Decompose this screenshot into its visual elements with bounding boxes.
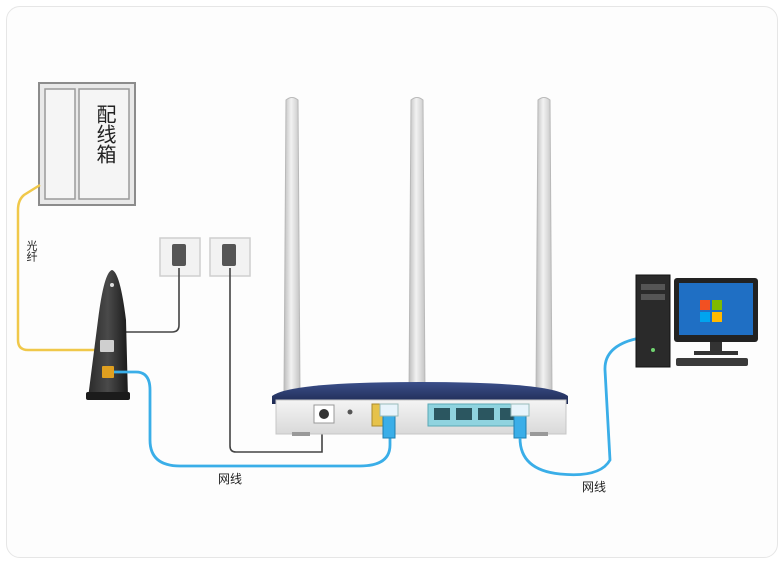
- lan-plug: [510, 403, 530, 439]
- router-antennas: [283, 97, 553, 396]
- phone-wire-modem: [125, 268, 180, 333]
- distribution-box-label: 配线箱: [93, 104, 117, 164]
- phone-wire-router: [229, 268, 323, 453]
- fiber-cable: [16, 183, 100, 352]
- ethernet-cable-left: [114, 370, 392, 468]
- optical-modem: [86, 270, 130, 400]
- ethernet-label-left: 网线: [218, 472, 243, 486]
- ethernet-label-right: 网线: [582, 480, 607, 494]
- wan-plug: [379, 403, 399, 439]
- wall-socket-left: [159, 237, 201, 277]
- distribution-box: [38, 82, 136, 206]
- fiber-label: 光纤: [25, 240, 38, 262]
- desktop-computer: [635, 274, 758, 368]
- ethernet-cable-right: [518, 336, 641, 477]
